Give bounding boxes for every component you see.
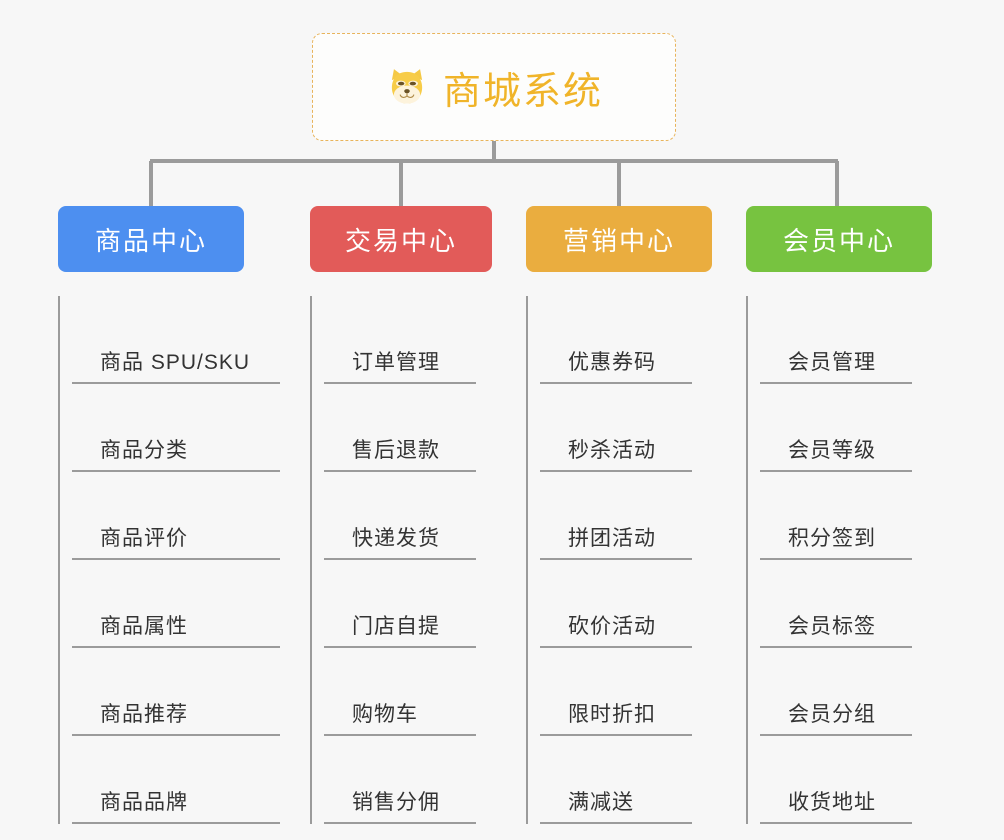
leaf-item[interactable]: 商品推荐: [72, 648, 280, 736]
leaf-item-label: 快递发货: [352, 527, 440, 550]
leaf-item-label: 秒杀活动: [568, 439, 656, 462]
leaf-item[interactable]: 优惠券码: [540, 296, 692, 384]
shiba-dog-face-icon: [385, 65, 429, 109]
branch-header-label: 会员中心: [782, 225, 895, 256]
leaf-item[interactable]: 会员标签: [760, 560, 912, 648]
branch-header-label: 交易中心: [344, 225, 457, 256]
leaf-item[interactable]: 商品评价: [72, 472, 280, 560]
leaf-item[interactable]: 售后退款: [324, 384, 476, 472]
leaf-item-label: 收货地址: [788, 791, 876, 814]
branch-column-会员中心: 会员中心 会员管理 会员等级 积分签到 会员标签 会员分组 收货地址: [746, 206, 932, 824]
leaf-item[interactable]: 商品属性: [72, 560, 280, 648]
branch-column-营销中心: 营销中心 优惠券码 秒杀活动 拼团活动 砍价活动 限时折扣 满减送: [526, 206, 712, 824]
leaf-item-label: 砍价活动: [568, 615, 656, 638]
leaf-item-label: 销售分佣: [352, 791, 440, 814]
leaf-item[interactable]: 限时折扣: [540, 648, 692, 736]
leaf-item[interactable]: 快递发货: [324, 472, 476, 560]
leaf-item[interactable]: 砍价活动: [540, 560, 692, 648]
branch-header-2[interactable]: 交易中心: [310, 206, 492, 272]
leaf-item[interactable]: 订单管理: [324, 296, 476, 384]
leaf-item-label: 商品分类: [100, 439, 188, 462]
leaf-item[interactable]: 销售分佣: [324, 736, 476, 824]
branch-header-label: 营销中心: [562, 225, 675, 256]
leaf-item-label: 会员管理: [788, 351, 876, 374]
leaf-item[interactable]: 商品 SPU/SKU: [72, 296, 280, 384]
leaf-item[interactable]: 会员等级: [760, 384, 912, 472]
leaf-item-label: 商品评价: [100, 527, 188, 550]
leaf-item[interactable]: 秒杀活动: [540, 384, 692, 472]
leaf-item-label: 会员标签: [788, 615, 876, 638]
leaf-item-label: 会员分组: [788, 703, 876, 726]
leaf-item-label: 门店自提: [352, 615, 440, 638]
leaf-list-4: 会员管理 会员等级 积分签到 会员标签 会员分组 收货地址: [746, 296, 912, 824]
branch-column-商品中心: 商品中心 商品 SPU/SKU 商品分类 商品评价 商品属性 商品推荐 商品品牌: [58, 206, 280, 824]
leaf-item-label: 商品 SPU/SKU: [100, 351, 251, 374]
leaf-list-3: 优惠券码 秒杀活动 拼团活动 砍价活动 限时折扣 满减送: [526, 296, 692, 824]
leaf-item-label: 积分签到: [788, 527, 876, 550]
branch-header-3[interactable]: 营销中心: [526, 206, 712, 272]
branch-header-4[interactable]: 会员中心: [746, 206, 932, 272]
leaf-item-label: 拼团活动: [568, 527, 656, 550]
leaf-item[interactable]: 会员管理: [760, 296, 912, 384]
leaf-item-label: 优惠券码: [568, 351, 656, 374]
leaf-item-label: 商品推荐: [100, 703, 188, 726]
leaf-item-label: 商品品牌: [100, 791, 188, 814]
leaf-item-label: 满减送: [568, 791, 634, 814]
branch-header-1[interactable]: 商品中心: [58, 206, 244, 272]
leaf-item-label: 订单管理: [352, 351, 440, 374]
leaf-list-2: 订单管理 售后退款 快递发货 门店自提 购物车 销售分佣: [310, 296, 476, 824]
leaf-item[interactable]: 积分签到: [760, 472, 912, 560]
branch-header-label: 商品中心: [94, 225, 207, 256]
root-title: 商城系统: [442, 70, 603, 113]
leaf-item-label: 购物车: [352, 703, 418, 726]
leaf-item[interactable]: 购物车: [324, 648, 476, 736]
leaf-item[interactable]: 门店自提: [324, 560, 476, 648]
branch-column-交易中心: 交易中心 订单管理 售后退款 快递发货 门店自提 购物车 销售分佣: [310, 206, 492, 824]
leaf-list-1: 商品 SPU/SKU 商品分类 商品评价 商品属性 商品推荐 商品品牌: [58, 296, 280, 824]
leaf-item[interactable]: 满减送: [540, 736, 692, 824]
leaf-item-label: 会员等级: [788, 439, 876, 462]
leaf-item[interactable]: 商品分类: [72, 384, 280, 472]
leaf-item[interactable]: 收货地址: [760, 736, 912, 824]
leaf-item-label: 限时折扣: [568, 703, 656, 726]
leaf-item[interactable]: 拼团活动: [540, 472, 692, 560]
root-node[interactable]: 商城系统: [312, 33, 676, 141]
leaf-item[interactable]: 商品品牌: [72, 736, 280, 824]
leaf-item[interactable]: 会员分组: [760, 648, 912, 736]
leaf-item-label: 商品属性: [100, 615, 188, 638]
leaf-item-label: 售后退款: [352, 439, 440, 462]
